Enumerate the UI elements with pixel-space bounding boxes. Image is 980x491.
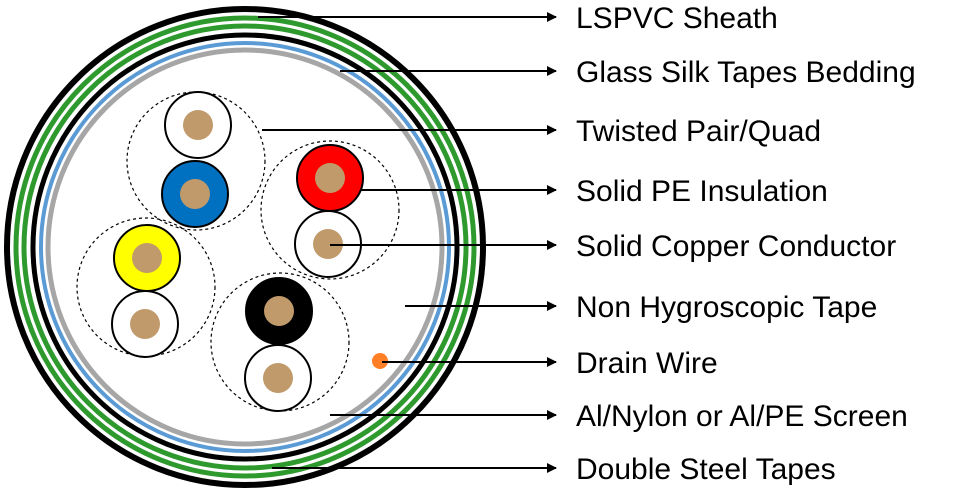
conductor-bottom-black [245, 277, 313, 345]
label-lspvc-sheath: LSPVC Sheath [576, 2, 778, 35]
steel-tape-outer-ring [13, 15, 477, 479]
label-al-nylon-screen: Al/Nylon or Al/PE Screen [576, 400, 908, 433]
screen-ring [39, 41, 451, 453]
conductor-top-blue [161, 160, 229, 228]
conductor-top-white [164, 91, 232, 159]
label-solid-copper-conductor: Solid Copper Conductor [576, 230, 896, 263]
pair-boundary-right [260, 140, 400, 280]
sheath-outer-ring [4, 6, 486, 488]
label-twisted-pair-quad: Twisted Pair/Quad [576, 115, 821, 148]
conductor-right-red [296, 144, 364, 212]
steel-tape-inner-ring [21, 23, 469, 471]
bedding-ring [30, 32, 460, 462]
label-glass-silk-tapes-bedding: Glass Silk Tapes Bedding [576, 56, 916, 89]
cable-layers [4, 6, 486, 488]
label-non-hygroscopic-tape: Non Hygroscopic Tape [576, 291, 877, 324]
leader-lines [258, 12, 557, 473]
label-drain-wire: Drain Wire [576, 347, 718, 380]
conductor-left-yellow [113, 224, 181, 292]
conductor-left-white [111, 290, 179, 358]
label-double-steel-tapes: Double Steel Tapes [576, 453, 836, 486]
conductor-bottom-white [244, 344, 312, 412]
drain-wire [372, 353, 388, 369]
label-solid-pe-insulation: Solid PE Insulation [576, 175, 828, 208]
labels: LSPVC Sheath Glass Silk Tapes Bedding Tw… [576, 2, 916, 486]
non-hygroscopic-tape-ring [45, 47, 445, 447]
